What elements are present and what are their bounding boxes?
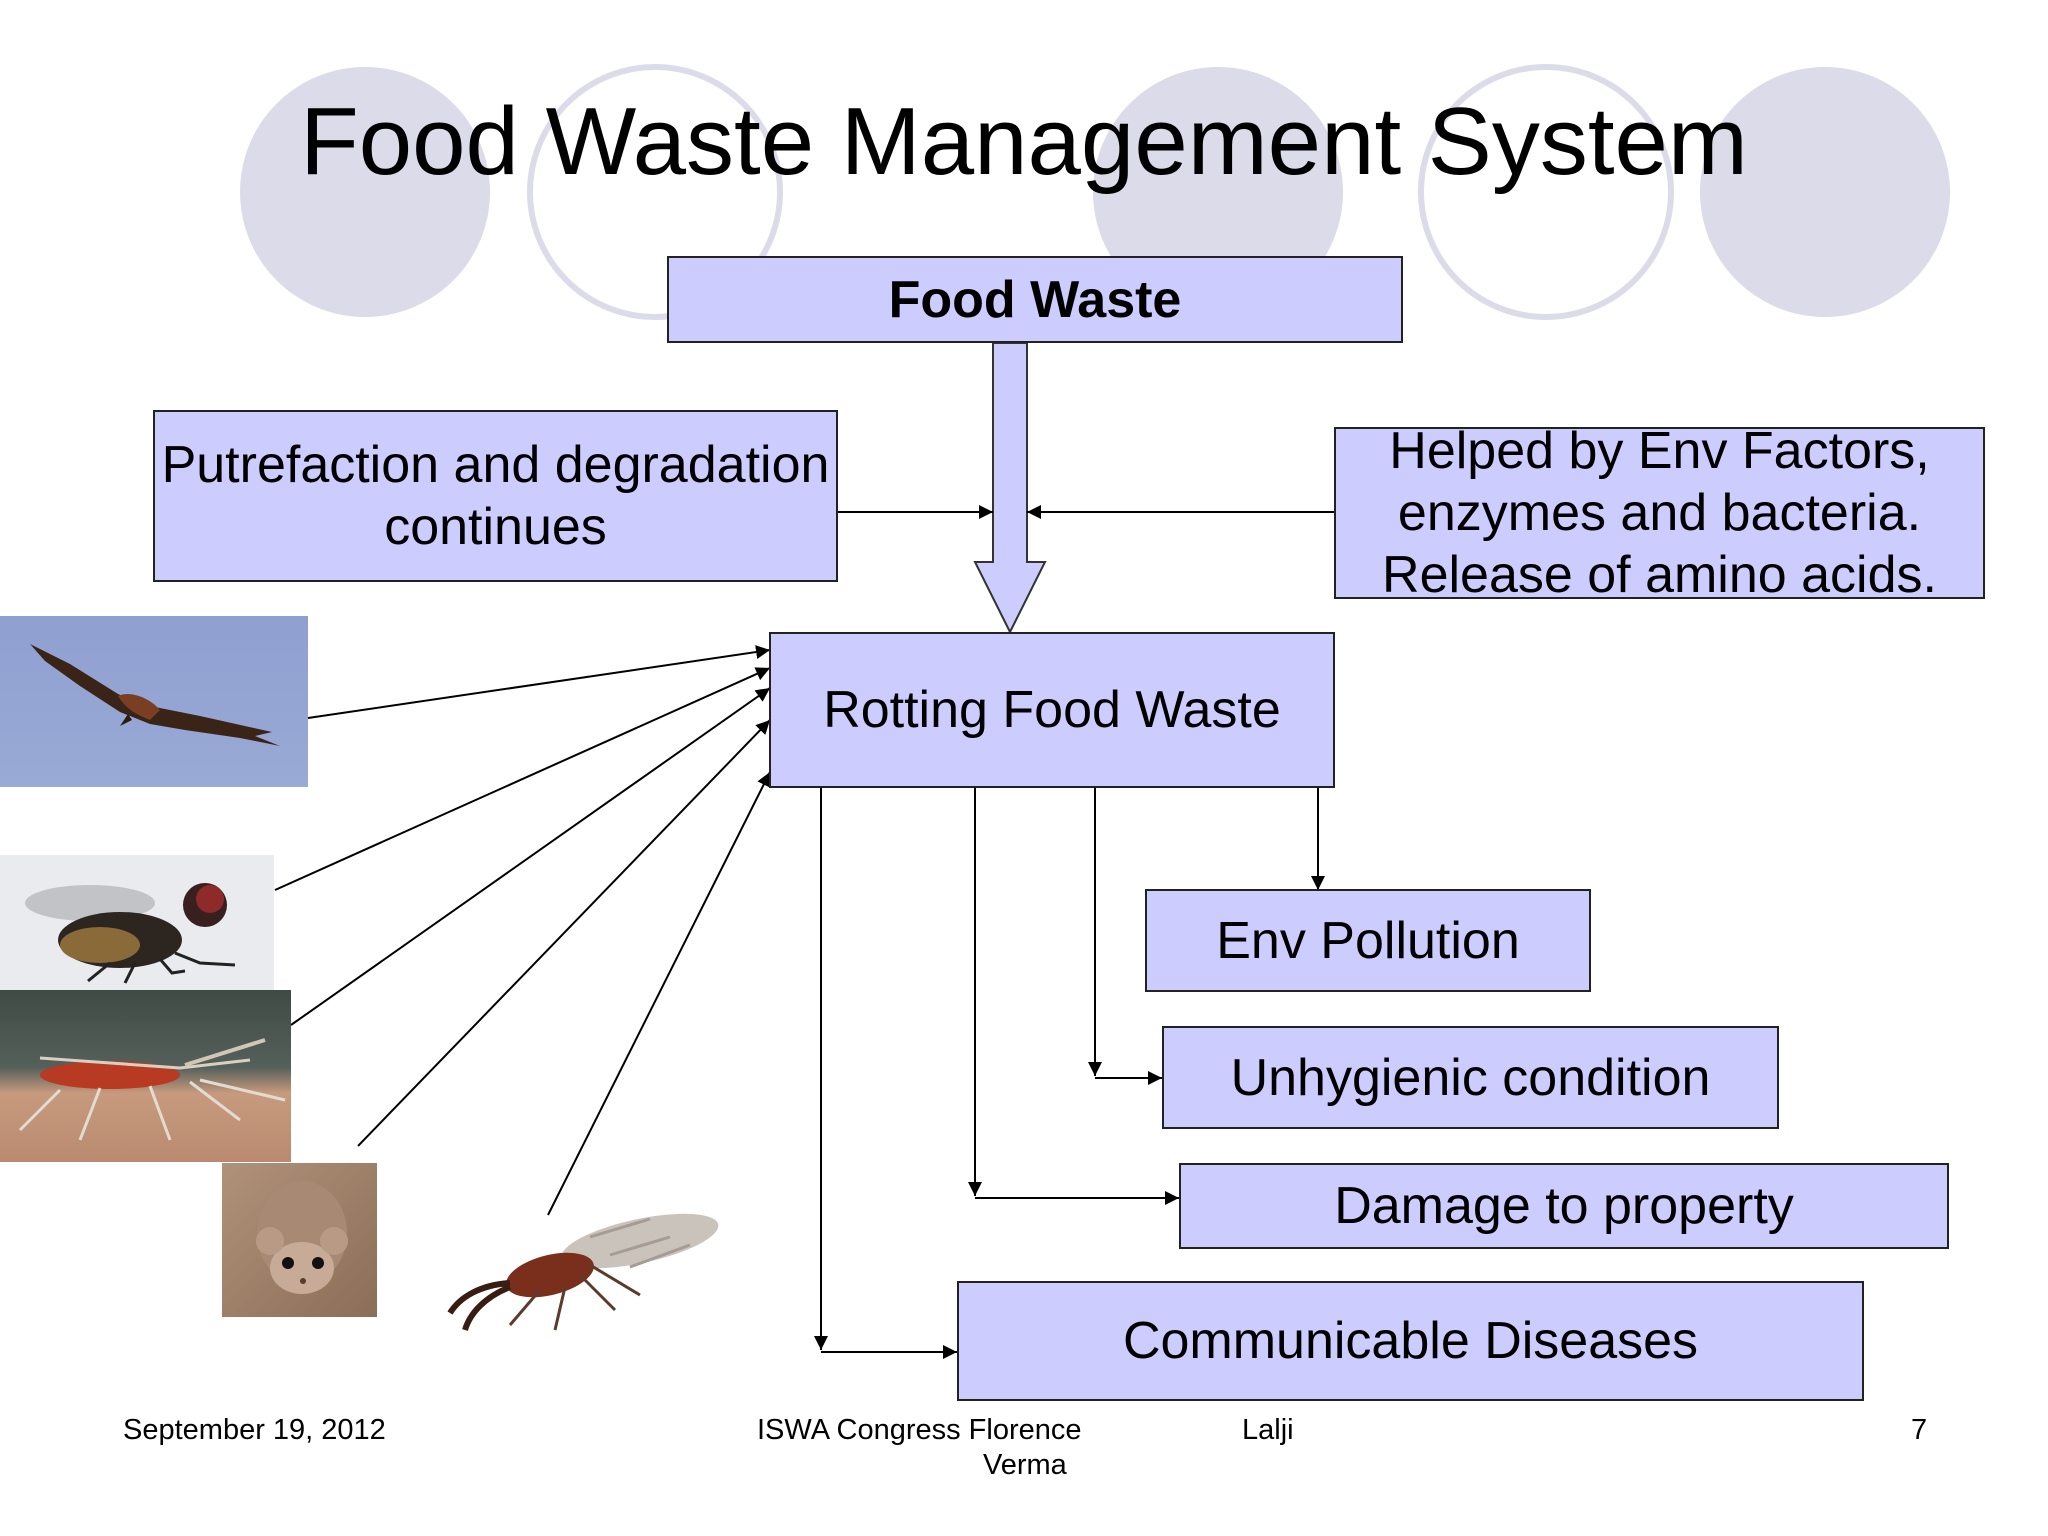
helped-by-line-1: Helped by Env Factors, [1389, 422, 1930, 480]
footer-page-number: 7 [1911, 1414, 1928, 1446]
damage-label: Damage to property [1334, 1177, 1794, 1235]
diseases-box: Communicable Diseases [957, 1281, 1864, 1401]
decorative-circle [1700, 67, 1950, 317]
food-waste-label: Food Waste [888, 270, 1182, 329]
main-down-arrow [973, 342, 1047, 635]
putrefaction-box: Putrefaction and degradation continues [153, 410, 838, 582]
slide-title: Food Waste Management System [300, 88, 1748, 195]
unhygienic-label: Unhygienic condition [1230, 1048, 1711, 1107]
damage-box: Damage to property [1179, 1163, 1949, 1249]
mosquito-image [0, 990, 291, 1162]
vulture-image [0, 616, 308, 787]
housefly-arrow [274, 667, 771, 891]
mouse-image [222, 1163, 377, 1317]
rotting-food-waste-box: Rotting Food Waste [769, 632, 1335, 788]
mouse-arrow [357, 719, 771, 1147]
putrefaction-label: Putrefaction and degradation continues [161, 436, 830, 556]
decorative-circle [240, 67, 490, 317]
termite-image [440, 1185, 740, 1345]
diseases-label: Communicable Diseases [1122, 1312, 1699, 1370]
food-waste-box: Food Waste [667, 256, 1403, 343]
mosquito-arrow [290, 687, 771, 1026]
unhygienic-box: Unhygienic condition [1162, 1026, 1779, 1129]
termite-arrow [547, 771, 771, 1216]
footer-date: September 19, 2012 [123, 1414, 386, 1446]
footer-event: ISWA Congress Florence [757, 1414, 1082, 1446]
env-pollution-box: Env Pollution [1145, 889, 1591, 992]
helped-by-box: Helped by Env Factors, enzymes and bacte… [1334, 422, 1985, 604]
env-pollution-label: Env Pollution [1216, 911, 1520, 970]
decorative-ring [527, 64, 783, 320]
rotting-label: Rotting Food Waste [823, 681, 1281, 739]
footer-author-first: Lalji [1242, 1414, 1294, 1446]
footer-author-last: Verma [983, 1449, 1067, 1481]
vulture-arrow [307, 645, 771, 719]
housefly-image [0, 855, 274, 990]
helped-by-line-2: enzymes and bacteria. [1397, 484, 1922, 542]
helped-by-line-3: Release of amino acids. [1382, 546, 1937, 604]
decorative-ring [1418, 64, 1674, 320]
